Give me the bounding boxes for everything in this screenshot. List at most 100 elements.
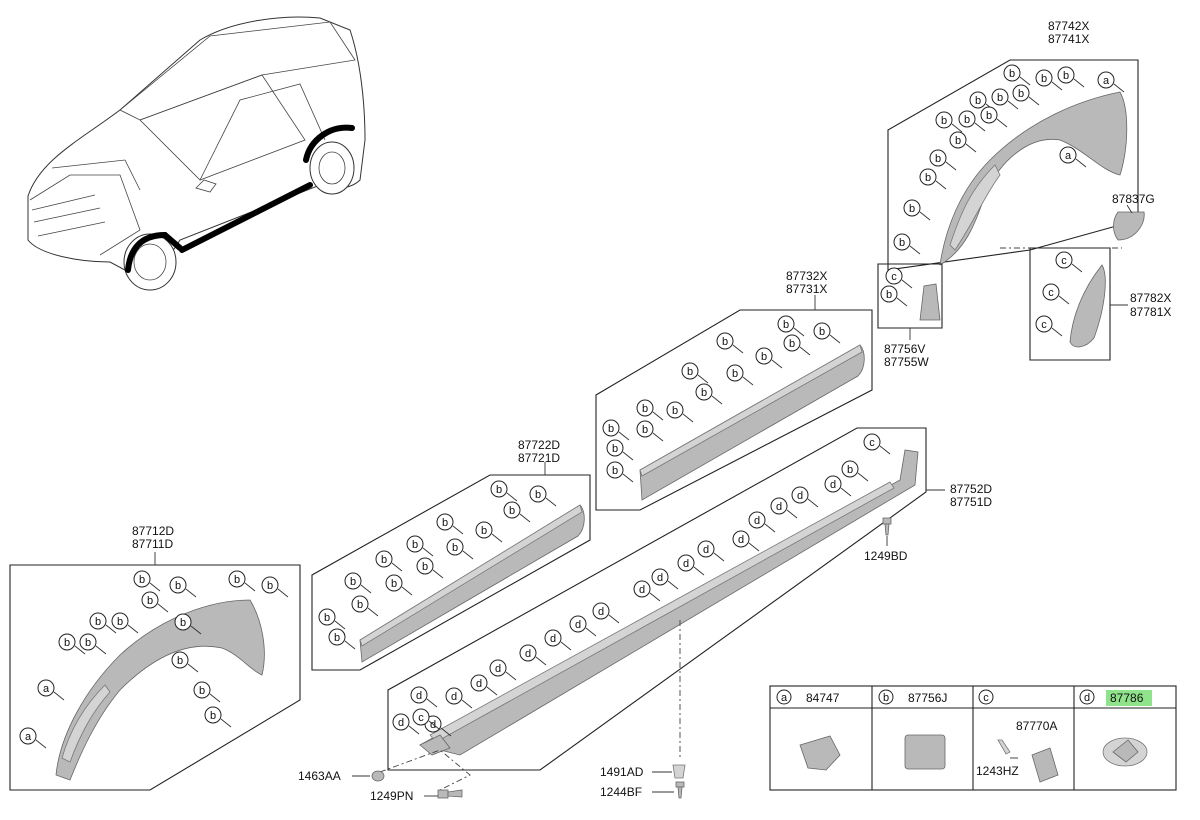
callout-circle (885, 267, 903, 285)
callout-b: b (475, 521, 493, 539)
callout-leader (732, 344, 744, 354)
callout-c: c (863, 433, 881, 451)
callout-leader (560, 641, 572, 651)
legend-letter-b: b (883, 692, 889, 704)
callout-leader (74, 645, 86, 655)
callout-circle (633, 580, 651, 598)
group-87732x (595, 295, 873, 511)
callout-letter: b (935, 153, 941, 165)
callout-c: c (885, 267, 903, 285)
vehicle-illustration (27, 16, 366, 291)
callout-letter: b (234, 574, 240, 586)
callout-circle (880, 285, 898, 303)
fasteners (352, 517, 892, 799)
callout-b: b (949, 131, 967, 149)
callout-letter: b (1009, 68, 1015, 80)
callout-b: b (261, 576, 279, 594)
callout-circle (681, 362, 699, 380)
callout-leader (840, 487, 852, 497)
callout-leader (491, 533, 503, 543)
callout-b: b (929, 149, 947, 167)
callout-b: b (636, 399, 654, 417)
callout-letter: d (683, 558, 689, 570)
callout-c: c (412, 708, 430, 726)
callout-circle (813, 322, 831, 340)
callout-leader (422, 547, 434, 557)
callout-letter: b (687, 366, 693, 378)
callout-circle (935, 111, 953, 129)
callout-letter: b (199, 685, 205, 697)
callout-b: b (958, 110, 976, 128)
label-87742x: 87742X (1048, 19, 1089, 33)
callout-b: b (344, 572, 362, 590)
callout-b: b (1012, 84, 1030, 102)
callout-b: b (755, 347, 773, 365)
callout-b: b (606, 461, 624, 479)
callout-letter: b (95, 616, 101, 628)
callout-circle (726, 364, 744, 382)
callout-circle (969, 91, 987, 109)
callout-leader (585, 627, 597, 637)
callout-b: b (58, 633, 76, 651)
callout-circle (1035, 315, 1053, 333)
callout-letter: b (535, 489, 541, 501)
callout-circle (328, 628, 346, 646)
callout-circle (228, 570, 246, 588)
callout-letter: d (598, 606, 604, 618)
callout-letter: b (783, 319, 789, 331)
callout-d: d (470, 674, 488, 692)
callout-leader (697, 374, 709, 384)
callout-circle (949, 131, 967, 149)
label-87711d: 87711D (132, 537, 173, 551)
callout-letter: d (776, 501, 782, 513)
callout-circle (19, 727, 37, 745)
callout-d: d (519, 644, 537, 662)
callout-circle (446, 538, 464, 556)
callout-b: b (490, 480, 508, 498)
legend-letter-c: c (983, 692, 989, 704)
callout-letter: b (1041, 73, 1047, 85)
callout-letter: b (964, 114, 970, 126)
group-87782x (1029, 247, 1128, 361)
callout-circle (410, 686, 428, 704)
callout-leader (1113, 83, 1125, 93)
callout-circle (171, 651, 189, 669)
callout-circle (1057, 66, 1075, 84)
label-87741x: 87741X (1048, 32, 1089, 46)
callout-letter: b (350, 576, 356, 588)
callout-leader (652, 432, 664, 442)
callout-circle (1012, 84, 1030, 102)
callout-leader (408, 725, 420, 735)
callout-c: c (1035, 315, 1053, 333)
callout-circle (606, 461, 624, 479)
label-87755w: 87755W (884, 355, 929, 369)
group-87756v (877, 263, 943, 340)
callout-d: d (748, 511, 766, 529)
callout-d: d (697, 540, 715, 558)
callout-leader (95, 645, 107, 655)
callout-letter: b (481, 525, 487, 537)
callout-leader (945, 161, 957, 171)
callout-leader (244, 582, 256, 592)
callout-letter: c (418, 712, 424, 724)
callout-b: b (174, 613, 192, 631)
callout-b: b (79, 633, 97, 651)
callout-a: a (1097, 71, 1115, 89)
callout-b: b (980, 106, 998, 124)
callout-leader (771, 359, 783, 369)
callout-letter: b (672, 405, 678, 417)
callout-leader (401, 586, 413, 596)
callout-letter: d (476, 678, 482, 690)
callout-letter: b (925, 172, 931, 184)
callout-b: b (636, 420, 654, 438)
callout-letter: c (869, 437, 875, 449)
callout-leader (974, 122, 986, 132)
callout-leader (1075, 158, 1087, 168)
callout-b: b (228, 570, 246, 588)
callout-circle (141, 591, 159, 609)
label-87756v: 87756V (884, 342, 925, 356)
callout-letter: b (761, 351, 767, 363)
callout-leader (748, 542, 760, 552)
